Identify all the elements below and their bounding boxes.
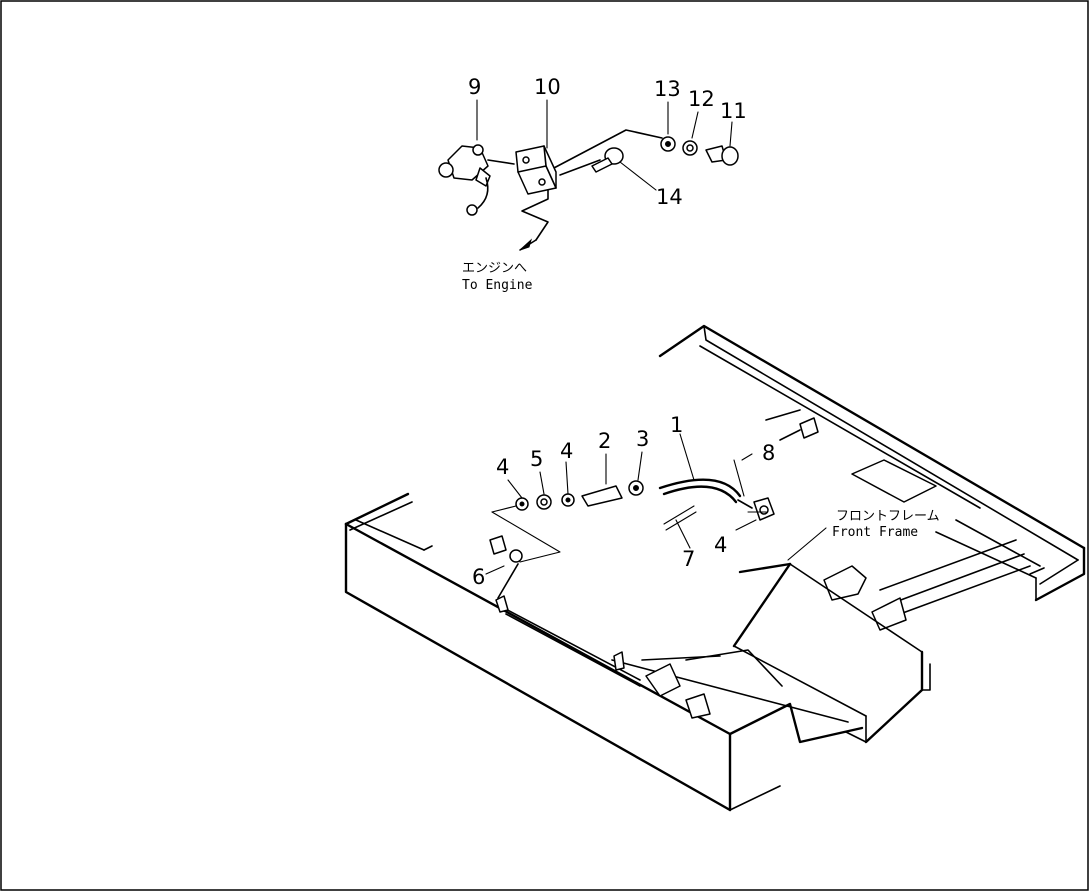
callout-12: 12 bbox=[688, 87, 715, 111]
to-engine-jp: エンジンへ bbox=[462, 261, 527, 276]
part-3-nut bbox=[628, 480, 644, 496]
part-2-sleeve bbox=[581, 485, 623, 507]
callout-4-right: 4 bbox=[714, 533, 727, 557]
front-frame bbox=[344, 324, 1086, 812]
callout-1: 1 bbox=[670, 413, 683, 437]
callout-10: 10 bbox=[534, 75, 561, 99]
part-9-switch bbox=[438, 144, 515, 216]
callout-7: 7 bbox=[682, 547, 695, 571]
callout-4-mid: 4 bbox=[560, 439, 573, 463]
callout-13: 13 bbox=[654, 77, 681, 101]
part-13-washer bbox=[660, 136, 676, 152]
callouts: 9 10 13 12 11 14 4 5 4 2 3 1 8 4 7 6 bbox=[468, 75, 775, 589]
upper-assembly bbox=[438, 99, 739, 251]
callout-5: 5 bbox=[530, 447, 543, 471]
callout-14: 14 bbox=[656, 185, 683, 209]
front-frame-jp: フロントフレーム bbox=[836, 509, 940, 524]
to-engine-en: To Engine bbox=[462, 278, 533, 293]
part-5-spring-washer bbox=[536, 494, 552, 510]
part-4-washer-b bbox=[515, 497, 529, 511]
part-14-bolt bbox=[591, 147, 657, 191]
callout-8: 8 bbox=[762, 441, 775, 465]
callout-6: 6 bbox=[472, 565, 485, 589]
callout-9: 9 bbox=[468, 75, 481, 99]
callout-2: 2 bbox=[598, 429, 611, 453]
part-11-cap bbox=[705, 145, 739, 166]
callout-3: 3 bbox=[636, 427, 649, 451]
front-frame-en: Front Frame bbox=[832, 525, 918, 540]
part-4-washer-a bbox=[561, 493, 575, 507]
callout-4-left: 4 bbox=[496, 455, 509, 479]
part-10-bracket bbox=[515, 145, 557, 195]
notes: エンジンへ To Engine フロントフレーム Front Frame bbox=[462, 261, 940, 540]
part-12-nut bbox=[682, 140, 698, 156]
callout-11: 11 bbox=[720, 99, 747, 123]
lower-cable-assembly bbox=[485, 433, 827, 575]
